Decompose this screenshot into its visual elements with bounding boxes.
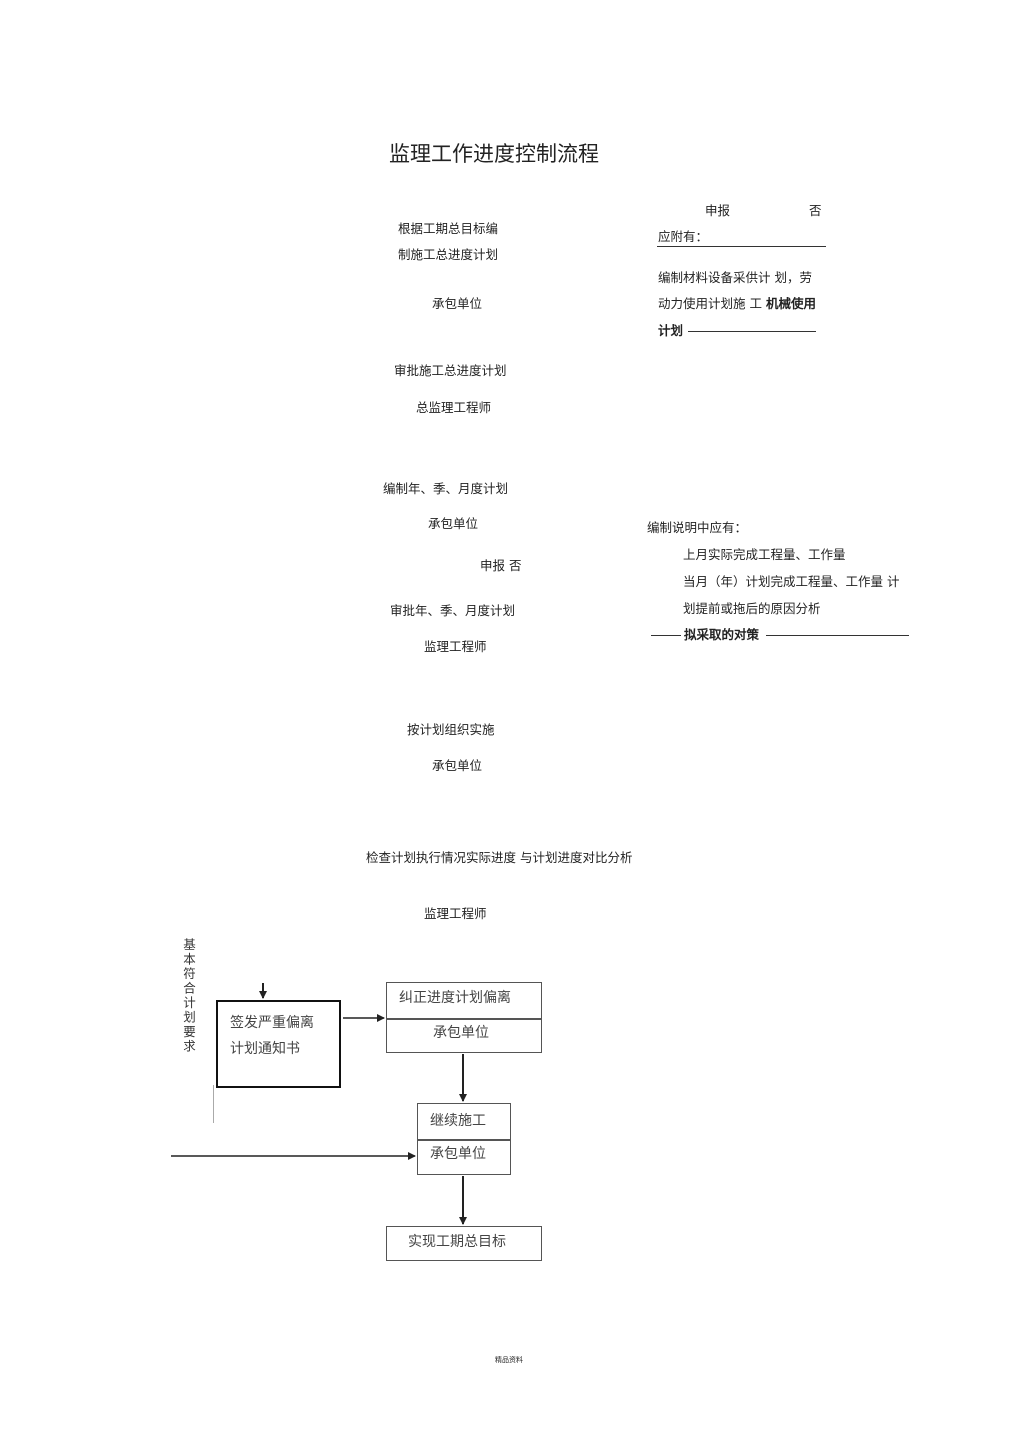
step-plan-line2: 制施工总进度计划 xyxy=(398,247,499,262)
step-periodic-report: 申报 否 xyxy=(480,558,522,573)
box-continue-divider xyxy=(418,1139,510,1141)
note1-heading: 应附有： xyxy=(658,229,709,244)
step-implement: 按计划组织实施 xyxy=(407,722,495,737)
step-check-compare: 检查计划执行情况实际进度 与计划进度对比分析 xyxy=(366,850,633,865)
note1-strike-line xyxy=(688,331,816,332)
note1-line1: 编制材料设备采供计 划，劳 xyxy=(658,270,812,285)
box-correct-party: 承包单位 xyxy=(433,1025,489,1041)
note2-line3: 划提前或拖后的原因分析 xyxy=(683,601,821,616)
step-approve-master-party: 总监理工程师 xyxy=(416,400,492,415)
box-serious-line1: 签发严重偏离 xyxy=(230,1015,314,1031)
box-serious-deviation-notice: 签发严重偏离 计划通知书 xyxy=(216,1000,341,1088)
note2-line1: 上月实际完成工程量、工作量 xyxy=(683,547,846,562)
note2-heading: 编制说明中应有： xyxy=(647,520,748,535)
note1-line2b: 机械使用 xyxy=(766,296,817,311)
box-correct-deviation: 纠正进度计划偏离 承包单位 xyxy=(386,982,542,1053)
page-title: 监理工作进度控制流程 xyxy=(389,142,599,166)
note2-rule-right xyxy=(766,635,909,636)
box-achieve-goal: 实现工期总目标 xyxy=(386,1226,542,1261)
note2-line4: 拟采取的对策 xyxy=(684,627,760,642)
note2-line2: 当月（年）计划完成工程量、工作量 计 xyxy=(683,574,900,589)
note2-rule-left xyxy=(651,635,681,636)
note1-line2a: 动力使用计划施 工 xyxy=(658,296,762,311)
box-correct-divider xyxy=(387,1018,541,1020)
box-correct-title: 纠正进度计划偏离 xyxy=(399,990,511,1006)
footer-label: 精品资料 xyxy=(495,1356,523,1364)
box-continue-construction: 继续施工 承包单位 xyxy=(417,1103,511,1175)
side-label-meets-plan: 基本符合计划要求 xyxy=(181,938,196,1054)
step-periodic-plan: 编制年、季、月度计划 xyxy=(383,481,509,496)
box-goal-text: 实现工期总目标 xyxy=(408,1234,506,1250)
note1-line3: 计划 xyxy=(658,323,684,338)
step-approve-periodic: 审批年、季、月度计划 xyxy=(390,603,516,618)
box-continue-party: 承包单位 xyxy=(430,1146,486,1162)
note1-report: 申报 xyxy=(705,203,731,218)
side-bracket-line xyxy=(213,1085,214,1123)
step-plan-line1: 根据工期总目标编 xyxy=(398,221,499,236)
box-continue-title: 继续施工 xyxy=(430,1113,486,1129)
step-approve-periodic-party: 监理工程师 xyxy=(424,639,487,654)
box-serious-line2: 计划通知书 xyxy=(230,1041,300,1057)
step-plan-party: 承包单位 xyxy=(432,296,483,311)
step-implement-party: 承包单位 xyxy=(432,758,483,773)
note1-underline xyxy=(657,246,826,247)
note1-no: 否 xyxy=(809,203,822,218)
step-approve-master: 审批施工总进度计划 xyxy=(394,363,507,378)
step-check-party: 监理工程师 xyxy=(424,906,487,921)
step-periodic-party: 承包单位 xyxy=(428,516,479,531)
